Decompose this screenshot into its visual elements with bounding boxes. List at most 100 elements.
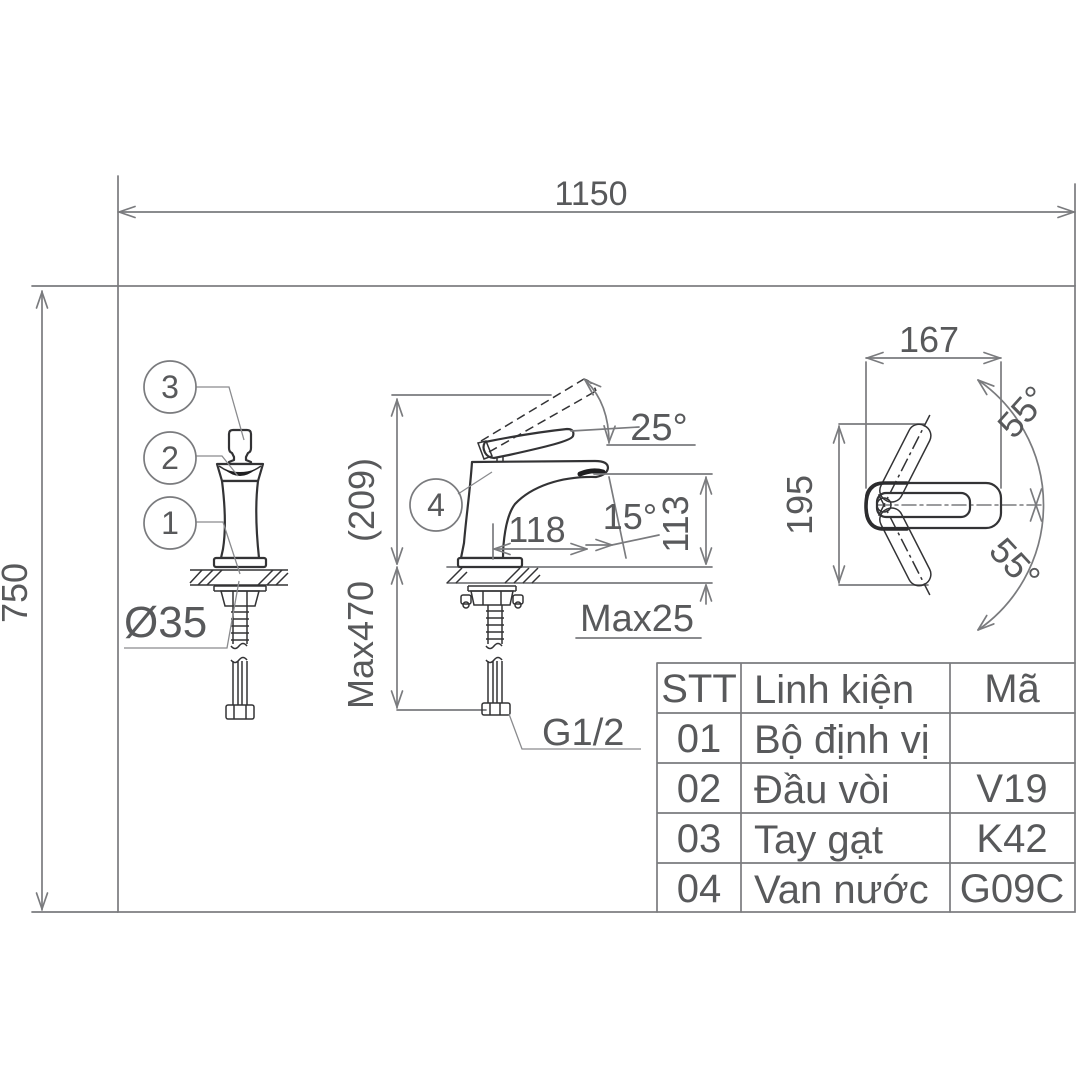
faucet-front-base [212,556,268,569]
mounting-hardware-front [213,585,267,720]
dim-label-body-length: 167 [899,319,959,360]
row-no: 02 [677,767,722,811]
drawing-frame [117,285,1076,913]
threaded-shank [231,606,249,644]
front-view: 3 2 1 Ø35 [124,360,289,720]
table-row: 01 Bộ định vị [677,717,930,762]
dim-extension-lines [838,423,929,586]
angle-arc [583,378,610,444]
angle-lines [585,476,660,559]
callout-1-circle [143,496,197,550]
row-part: Van nước [754,868,929,912]
callout-3-leader [196,386,245,441]
hole-diameter-leader [124,580,240,649]
break-line [230,642,248,650]
faucet-front-spout-opening [224,469,256,476]
callout-2-number: 2 [161,440,179,476]
fitting-facets [489,703,501,715]
dim-label-supply-length: Max470 [340,581,381,709]
row-part: Đầu vòi [754,768,890,812]
counter-hatching-left [189,569,223,586]
dim-label-hole-diameter: Ø35 [124,598,207,647]
callout-1-leader [196,521,241,575]
faucet-front-body [219,479,261,560]
dim-overall-width: 1150 [117,175,1076,287]
faucet-front-handle-knob [227,428,253,466]
dim-height-ref: (209) [341,394,552,565]
counter-front [189,569,289,586]
dim-label-spout-angle: 15° [603,496,657,537]
handle-pivot-detail [477,440,504,462]
table-row: 03 Tay gạt K42 [677,817,1048,862]
dim-extension-lines [117,175,1076,287]
counter-hatching-right [257,569,289,586]
break-line [485,642,503,650]
row-code: K42 [976,817,1047,861]
counter-side-lines [446,566,713,584]
row-code: V19 [976,767,1047,811]
callout-2-leader [196,455,239,477]
thread-end-fitting [481,702,511,716]
pivot-cap-bold [864,481,909,531]
dim-swing-width: 195 [779,423,929,586]
faucet-side-base [456,556,524,569]
lock-nut [220,590,260,607]
callouts-front: 3 2 1 [143,360,245,575]
table-header-stt: STT [661,667,737,711]
dim-deck-thickness: Max25 [575,584,713,640]
dim-label-spout-height: 113 [655,495,696,552]
mounting-hardware-side [460,585,524,716]
callout-4-circle [409,478,463,532]
frame-border [117,285,1076,913]
parts-table: STT Linh kiện Mã 01 Bộ định vị 02 Đầu vò… [656,662,1076,913]
handle-side-closed [482,427,575,460]
wing-pin-left [462,601,470,609]
fitting-facets [233,705,247,719]
counter-side-hatching [446,567,541,584]
dim-label-swing-width: 195 [779,475,820,535]
callout-2-circle [143,431,197,485]
supply-pipe [485,656,503,703]
row-no: 01 [677,717,722,761]
callout-4-leader [457,471,493,495]
dim-hole-diameter: Ø35 [124,580,240,649]
dim-label-swing-angle-up: 55° [989,378,1056,446]
dim-label-spout-reach: 118 [508,509,565,550]
table-row: 02 Đầu vòi V19 [677,767,1048,812]
dim-label-swing-angle-down: 55° [982,530,1049,598]
dim-thread-size: G1/2 [508,712,641,754]
callout-3-number: 3 [161,369,179,405]
dim-label-overall-width: 1150 [554,175,627,213]
dim-label-height-ref: (209) [341,458,382,542]
row-no: 04 [677,867,722,911]
dim-label-handle-angle: 25° [630,407,687,449]
dim-spout-reach: 118 [492,509,588,560]
side-view: 25° (209) Max470 118 [340,375,713,754]
dim-supply-length: Max470 [340,566,487,711]
wing-pin-right [514,601,522,609]
table-header-part: Linh kiện [754,668,914,712]
dim-handle-angle: 25° [570,375,696,449]
wing-nut [470,590,514,606]
callout-4-number: 4 [427,487,445,523]
faucet-top-body [864,481,1003,531]
handle-swing-arc: 55° 55° [876,374,1056,636]
dim-body-length: 167 [865,319,1002,489]
dim-extension-lines [31,285,119,913]
supply-pipe [230,656,248,705]
table-row: 04 Van nước G09C [677,867,1065,912]
dim-spout-angle: 15° [585,476,660,559]
row-no: 03 [677,817,722,861]
pipe-end-fitting [225,704,255,720]
thread-leader [508,713,641,750]
row-part: Tay gạt [754,818,883,862]
pivot-center [876,497,892,513]
handle-swung-up [877,414,932,517]
wing-tab-right [512,594,524,605]
faucet-side-body [459,459,610,560]
dim-label-deck-thickness: Max25 [580,598,694,640]
table-header-code: Mã [984,667,1040,711]
top-view: 167 195 55° 55° [779,319,1056,636]
